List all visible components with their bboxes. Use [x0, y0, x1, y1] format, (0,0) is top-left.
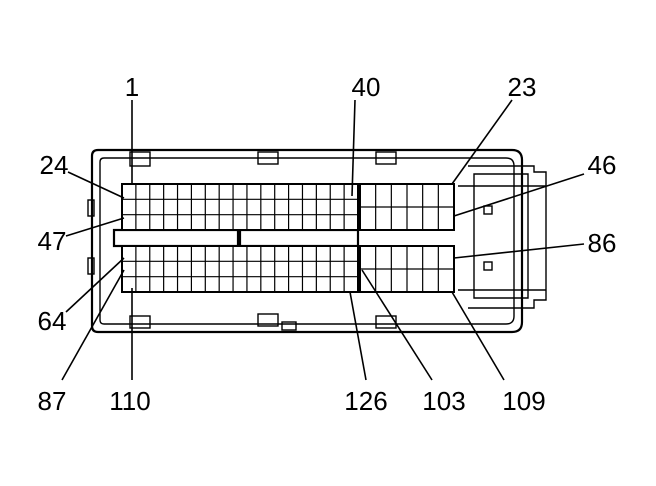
connector-body: [87, 148, 547, 334]
pin-label-40: 40: [352, 72, 381, 102]
pin-grid-upper-left: [121, 183, 359, 231]
pin-label-103: 103: [422, 386, 465, 416]
pin-grid-upper-right: [359, 183, 455, 231]
connector-inner-rim: [99, 157, 515, 325]
pin-label-86: 86: [588, 228, 617, 258]
right-latch: [468, 165, 547, 309]
pin-label-109: 109: [502, 386, 545, 416]
leader-lines: [61, 99, 585, 381]
pin-label-23: 23: [508, 72, 537, 102]
pin-grid-lower-left: [121, 245, 359, 293]
pin-label-24: 24: [40, 150, 69, 180]
pin-label-126: 126: [344, 386, 387, 416]
pin-label-87: 87: [38, 386, 67, 416]
pin-label-46: 46: [588, 150, 617, 180]
pin-grid-lower-right: [359, 245, 455, 293]
pin-label-1: 1: [125, 72, 139, 102]
pin-labels: 1 40 23 24 46 47 86 64 87 110 126 103 10…: [38, 72, 617, 416]
pin-label-110: 110: [109, 386, 150, 416]
pin-grids: [121, 183, 455, 293]
pin-label-47: 47: [38, 226, 67, 256]
pin-label-64: 64: [38, 306, 67, 336]
